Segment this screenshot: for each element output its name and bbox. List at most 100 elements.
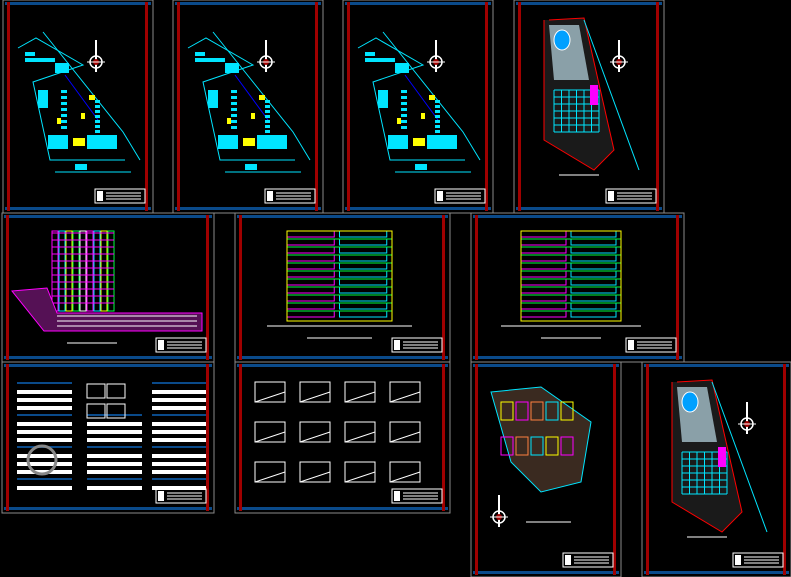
sheet-details-sheet[interactable] xyxy=(234,361,451,514)
note-text xyxy=(87,422,142,426)
sheet-floor-plan[interactable] xyxy=(470,361,622,577)
note-text xyxy=(87,414,142,416)
building-block xyxy=(257,135,287,149)
title-block xyxy=(732,552,784,568)
sheet-landscape-plan-1[interactable] xyxy=(513,0,665,214)
room xyxy=(500,436,514,456)
border-top xyxy=(237,215,448,218)
note-text xyxy=(152,406,207,410)
border-right xyxy=(206,364,209,511)
window-row xyxy=(286,238,335,246)
unit xyxy=(61,96,67,99)
window-row xyxy=(570,294,617,302)
note-text xyxy=(152,414,207,416)
border-right xyxy=(613,364,616,575)
title-block-logo xyxy=(437,191,443,201)
sheet-elevation-1[interactable] xyxy=(234,212,451,363)
border-bottom xyxy=(473,571,619,574)
note-text xyxy=(17,462,72,466)
unit xyxy=(401,108,407,111)
note-text xyxy=(17,470,72,474)
detail-drawing xyxy=(344,421,376,443)
unit xyxy=(401,102,407,105)
sheet-landscape-plan-2[interactable] xyxy=(641,361,791,577)
border-top xyxy=(345,2,491,5)
sheet-site-plan-1[interactable] xyxy=(2,0,154,214)
note-text xyxy=(152,430,207,434)
building xyxy=(365,58,395,62)
room xyxy=(560,436,574,456)
title-block xyxy=(264,188,316,204)
sheet-section-1[interactable] xyxy=(1,212,215,363)
window-row xyxy=(286,230,335,238)
unit xyxy=(265,125,270,128)
site-boundary xyxy=(42,31,141,161)
tower xyxy=(89,95,95,100)
section-column xyxy=(51,230,59,312)
border-top xyxy=(4,364,212,367)
north-arrow-icon xyxy=(427,40,445,72)
border-top xyxy=(473,215,682,218)
window-row xyxy=(520,254,567,262)
section-column xyxy=(100,230,108,312)
gate xyxy=(415,164,427,170)
window-row xyxy=(339,302,388,310)
border-right xyxy=(206,215,209,360)
detail-line xyxy=(344,391,376,403)
sheet-notes-sheet[interactable] xyxy=(1,361,215,514)
building xyxy=(365,52,375,56)
road xyxy=(583,19,640,171)
window-row xyxy=(520,246,567,254)
window-row xyxy=(339,270,388,278)
border-right xyxy=(783,364,786,575)
detail-drawing xyxy=(344,461,376,483)
border-bottom xyxy=(4,356,212,359)
section-column xyxy=(72,230,80,312)
window-row xyxy=(570,230,617,238)
building-block xyxy=(48,135,68,149)
window-row xyxy=(570,262,617,270)
border-top xyxy=(644,364,789,367)
note-text xyxy=(152,454,207,458)
note-text xyxy=(152,446,207,448)
note-text xyxy=(17,430,72,434)
detail-line xyxy=(299,431,331,443)
pool xyxy=(681,391,699,413)
detail-drawing xyxy=(299,381,331,403)
unit xyxy=(61,108,67,111)
building xyxy=(38,90,48,108)
title-block-frame xyxy=(155,337,207,353)
detail-drawing xyxy=(389,461,421,483)
detail-drawing xyxy=(389,421,421,443)
tower xyxy=(421,113,425,119)
sheet-site-plan-2[interactable] xyxy=(172,0,324,214)
building-outline xyxy=(520,230,622,322)
window-row xyxy=(570,254,617,262)
detail-line xyxy=(254,431,286,443)
window-row xyxy=(286,310,335,318)
window-row xyxy=(570,238,617,246)
unit xyxy=(61,90,67,93)
border-top xyxy=(4,215,212,218)
title-block-frame xyxy=(605,188,657,204)
note-text xyxy=(152,438,207,442)
sheet-site-plan-3[interactable] xyxy=(342,0,494,214)
tower xyxy=(227,118,231,124)
building-core xyxy=(413,138,425,146)
border-top xyxy=(473,364,619,367)
detail-line xyxy=(299,471,331,483)
unit xyxy=(435,110,440,113)
border-left xyxy=(6,215,9,360)
sheet-elevation-2[interactable] xyxy=(470,212,685,363)
title-block-logo xyxy=(97,191,103,201)
window-row xyxy=(339,246,388,254)
unit xyxy=(435,100,440,103)
detail-drawing xyxy=(299,461,331,483)
building xyxy=(195,52,205,56)
tower xyxy=(81,113,85,119)
window-row xyxy=(520,286,567,294)
border-bottom xyxy=(237,356,448,359)
detail-drawing xyxy=(389,381,421,403)
note-text xyxy=(152,398,207,402)
